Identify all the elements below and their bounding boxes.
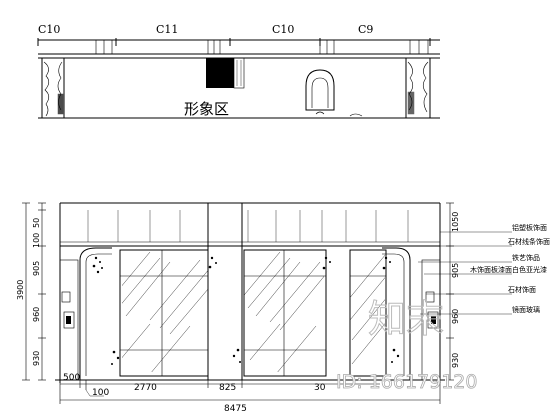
dim-left-960: 960 [32,307,41,322]
glass-hatch-1 [122,252,208,372]
axis-label-c11: C11 [156,23,178,36]
axis-label-c10-right: C10 [272,23,294,36]
lower-elevation: 50 100 905 960 930 3900 1050 905 960 930 [16,202,550,414]
annotation-leaders [412,231,512,315]
logo-block [206,58,234,88]
dim-right-960: 960 [451,309,460,324]
dim-right-930: 930 [451,353,460,368]
axis-label-c9: C9 [358,23,373,36]
dim-bottom-100: 100 [92,388,109,398]
axis-label-c10-left: C10 [38,23,60,36]
dim-left-total: 3900 [16,280,25,300]
zone-label: 形象区 [184,100,229,118]
dim-right-905: 905 [451,263,460,278]
dim-left-905: 905 [32,261,41,276]
annotation-wood-veneer: 木饰面板漆面白色亚光漆 [470,265,547,274]
watermark-id: ID: 166179120 [336,371,477,393]
glass-hatch-2 [244,252,324,372]
watermark-brand: 知末 [368,297,444,341]
dim-left-930: 930 [32,351,41,366]
upper-elevation: C10 C11 C10 C9 [37,23,440,119]
annotation-stone-molding: 石材线条饰面 [508,237,550,246]
annotation-aluminum-panel: 铝塑板饰面 [512,223,547,232]
right-dimension-chain: 1050 905 960 930 [446,202,460,381]
annotation-stone-finish: 石材饰面 [508,285,536,294]
dim-bottom-825: 825 [219,383,236,393]
dim-bottom-30: 30 [314,383,326,393]
dim-left-100: 100 [32,233,41,248]
glass-hatch-3 [350,254,385,365]
dim-left-50: 50 [32,218,41,228]
annotation-mirror-glass: 镜面玻璃 [512,305,540,314]
bottom-dimension-chain: 500 100 2770 825 30 8475 [59,373,441,414]
dim-bottom-2770: 2770 [134,383,157,393]
dim-right-1050: 1050 [451,212,460,232]
watermark: 知末 ID: 166179120 [336,297,478,394]
dim-overall-8475: 8475 [224,404,247,414]
dim-bottom-500: 500 [63,373,80,383]
annotation-iron-ornament: 铁艺饰品 [512,253,540,262]
stone-texture [92,256,400,365]
left-dimension-chain: 50 100 905 960 930 3900 [16,202,46,381]
